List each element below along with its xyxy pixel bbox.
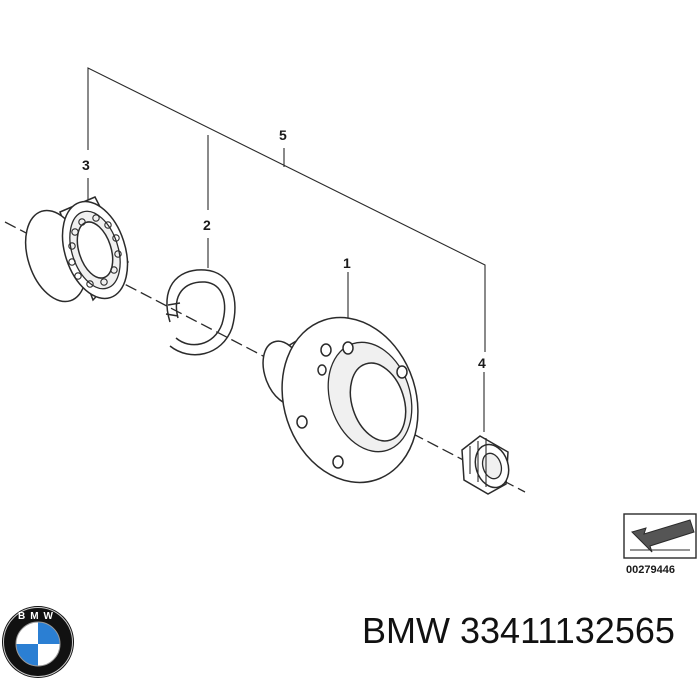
callout-5: 5 — [279, 127, 287, 143]
callout-4: 4 — [478, 355, 486, 371]
part-caption: BMW 33411132565 — [362, 610, 675, 652]
caption-part-number: 33411132565 — [460, 610, 675, 651]
logo-letters: BMW — [18, 611, 58, 622]
bmw-logo-icon: BMW — [2, 606, 74, 678]
caption-brand: BMW — [362, 610, 450, 651]
callout-2: 2 — [203, 217, 211, 233]
reference-icon — [623, 513, 697, 559]
callout-3: 3 — [82, 157, 90, 173]
leader-lines — [87, 67, 486, 432]
wheel-hub — [262, 316, 419, 484]
wheel-bearing — [24, 196, 129, 303]
callout-1: 1 — [343, 255, 351, 271]
reference-code: 00279446 — [626, 564, 675, 576]
collar-nut — [461, 435, 510, 495]
circlip — [165, 269, 236, 356]
